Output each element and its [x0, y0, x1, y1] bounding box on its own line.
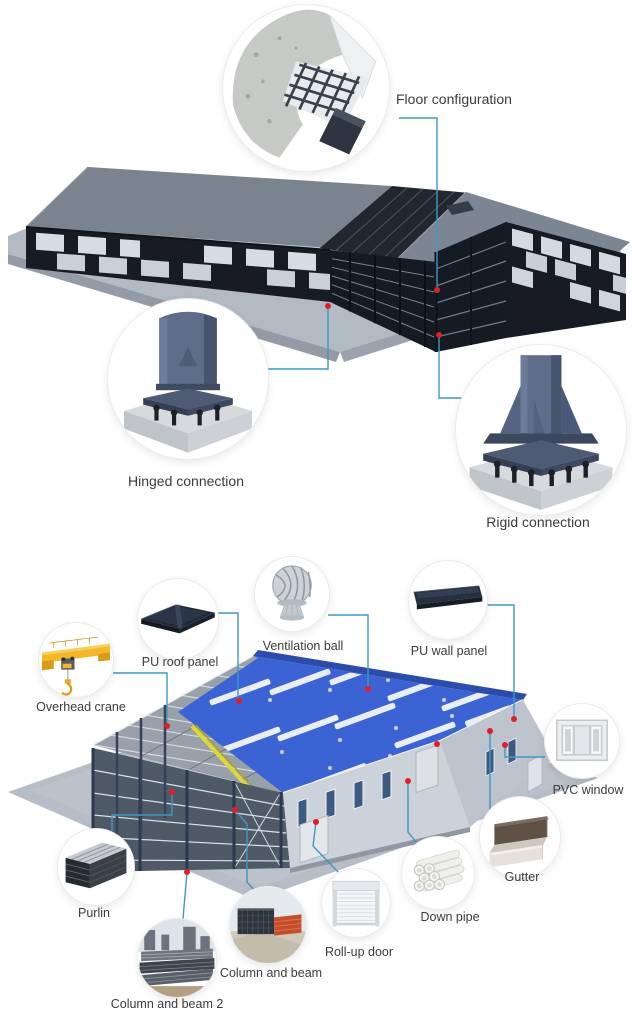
column-and-beam-2-inset — [138, 919, 216, 997]
purlin-inset — [58, 829, 134, 905]
floor-configuration-icon — [232, 9, 377, 158]
down-pipe-inset — [402, 837, 474, 909]
pu-wall-panel-icon — [413, 585, 483, 610]
label-column-and-beam-2: Column and beam 2 — [110, 997, 224, 1011]
label-floor-configuration: Floor configuration — [396, 91, 512, 107]
purlin-icon — [65, 842, 127, 889]
column-and-beam-2-icon — [138, 919, 216, 997]
label-purlin: Purlin — [78, 906, 110, 920]
overhead-crane-inset — [39, 623, 113, 697]
roll-up-door-icon — [332, 880, 380, 927]
pu-roof-panel-inset — [138, 579, 218, 659]
rigid-connection-icon — [469, 355, 613, 510]
top-building-illustration — [8, 166, 630, 362]
ventilation-ball-icon — [272, 565, 312, 621]
hinged-connection-inset — [108, 299, 268, 459]
label-overhead-crane: Overhead crane — [36, 700, 126, 714]
column-and-beam-inset — [230, 887, 306, 963]
roll-up-door-inset — [322, 869, 390, 937]
label-pu-roof-panel: PU roof panel — [141, 655, 219, 669]
pvc-window-icon — [556, 719, 608, 761]
overhead-crane-icon — [41, 636, 111, 696]
gutter-inset — [480, 797, 560, 877]
label-pvc-window: PVC window — [552, 783, 624, 797]
label-hinged-connection: Hinged connection — [128, 473, 244, 489]
rigid-connection-inset — [456, 345, 626, 515]
pu-roof-panel-icon — [141, 604, 215, 634]
label-column-and-beam: Column and beam — [219, 966, 323, 980]
label-pu-wall-panel: PU wall panel — [410, 644, 488, 658]
ventilation-ball-inset — [255, 557, 329, 631]
pvc-window-inset — [545, 704, 619, 778]
down-pipe-icon — [413, 849, 465, 892]
label-roll-up-door: Roll-up door — [324, 945, 394, 959]
column-and-beam-icon — [230, 887, 306, 963]
label-down-pipe: Down pipe — [420, 910, 480, 924]
hinged-connection-icon — [124, 311, 252, 453]
label-gutter: Gutter — [504, 870, 540, 884]
label-ventilation-ball: Ventilation ball — [262, 639, 344, 653]
label-rigid-connection: Rigid connection — [486, 514, 590, 530]
gutter-icon — [489, 816, 549, 868]
floor-configuration-inset — [223, 5, 389, 171]
pu-wall-panel-inset — [409, 561, 487, 639]
